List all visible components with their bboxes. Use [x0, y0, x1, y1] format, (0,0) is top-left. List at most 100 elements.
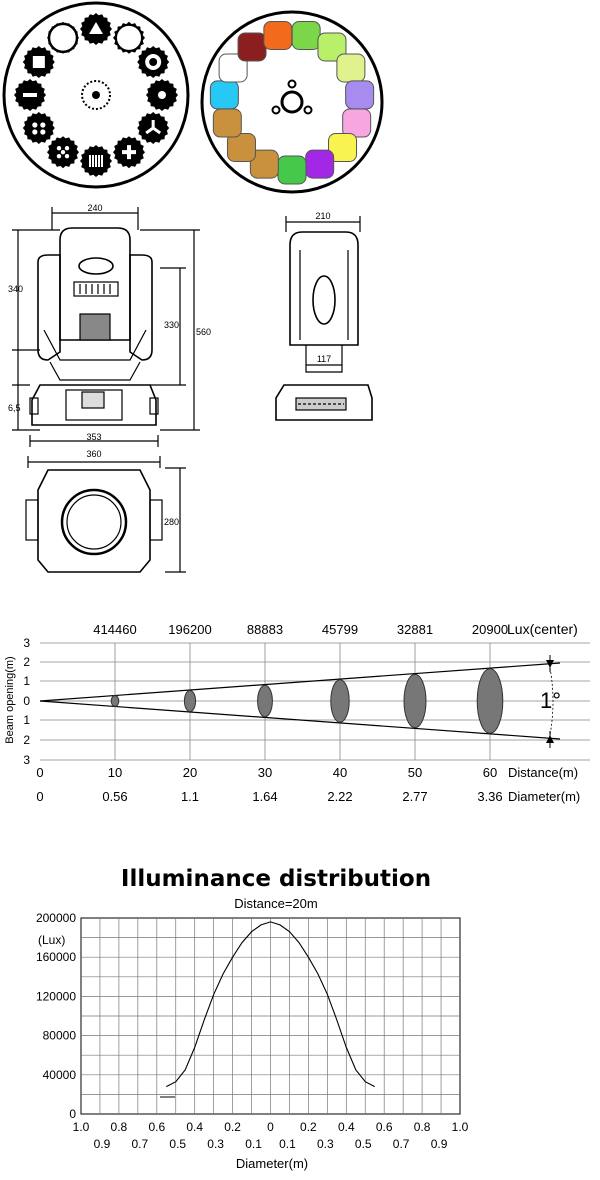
dots-gobo-icon: [47, 136, 79, 169]
distance-tick: 50: [408, 765, 422, 780]
distance-axis-label: Distance(m): [508, 765, 578, 780]
beam-y-tick: 0: [23, 694, 30, 708]
x-tick: 0.8: [414, 1120, 431, 1134]
color-swatch: [212, 108, 242, 138]
ring-gobo-icon: [113, 21, 145, 54]
y-tick: 40000: [43, 1068, 77, 1082]
y-tick: 200000: [36, 911, 76, 925]
distance-tick: 20: [183, 765, 197, 780]
y-tick: 160000: [36, 950, 76, 964]
dim-front-width: 240: [87, 203, 102, 213]
x-tick: 0: [267, 1120, 274, 1134]
beam-y-tick: 3: [23, 753, 30, 767]
color-swatch: [328, 133, 358, 163]
diameter-tick: 2.22: [327, 789, 352, 804]
diameter-tick: 1.64: [252, 789, 277, 804]
x-tick: 0.2: [224, 1120, 241, 1134]
color-swatch: [263, 20, 293, 50]
beam-spot: [257, 684, 273, 718]
dim-base-width: 353: [86, 432, 101, 442]
gear-center-icon: [81, 80, 111, 110]
y-tick: 80000: [43, 1029, 77, 1043]
beam-y-tick: 1: [23, 713, 30, 727]
beam-y-tick: 2: [23, 655, 30, 669]
front-view-drawing: [12, 207, 200, 447]
color-swatch: [317, 32, 347, 62]
x-tick: 0.4: [186, 1120, 203, 1134]
x-tick-bottom: 0.1: [245, 1137, 262, 1151]
color-swatch: [249, 149, 279, 179]
color-swatch: [305, 149, 335, 179]
x-tick-bottom: 0.1: [279, 1137, 296, 1151]
color-swatch: [209, 80, 239, 110]
illuminance-chart: Illuminance distribution Distance=20m 20…: [36, 866, 469, 1171]
cross-gobo-icon: [113, 136, 145, 169]
illuminance-curve: [166, 921, 375, 1088]
tri-blade-gobo-icon: [137, 112, 170, 144]
square-gobo-icon: [22, 46, 55, 78]
dim-top-depth: 280: [164, 517, 179, 527]
dim-top-width: 360: [86, 449, 101, 459]
color-swatch: [345, 80, 375, 110]
color-swatch: [342, 108, 372, 138]
beam-opening-axis-label: Beam opening(m): [4, 656, 16, 743]
x-tick: 0.4: [338, 1120, 355, 1134]
color-swatch: [218, 53, 248, 83]
minus-gobo-icon: [14, 79, 46, 111]
diameter-tick: 0: [36, 789, 43, 804]
dim-front-head-height: 330: [164, 320, 179, 330]
triangle-gobo-icon: [80, 13, 112, 45]
beam-y-tick: 3: [23, 636, 30, 650]
distance-tick: 10: [108, 765, 122, 780]
x-tick-bottom: 0.5: [355, 1137, 372, 1151]
x-tick-bottom: 0.7: [132, 1137, 149, 1151]
color-swatch: [336, 53, 366, 83]
color-swatch: [237, 32, 267, 62]
beam-y-tick: 2: [23, 733, 30, 747]
diameter-tick: 1.1: [181, 789, 199, 804]
x-tick: 0.8: [111, 1120, 128, 1134]
beam-spot: [403, 673, 427, 729]
x-tick: 1.0: [73, 1120, 90, 1134]
lux-center-label: Lux(center): [507, 621, 578, 637]
donut-gobo-icon: [137, 46, 170, 78]
top-dimension-labels: 360 280: [86, 449, 179, 527]
color-wheel: [200, 10, 384, 194]
side-dimension-labels: 210 117: [315, 211, 331, 364]
color-swatch: [277, 155, 307, 185]
beam-y-tick: 1: [23, 674, 30, 688]
dim-side-arm-width: 117: [317, 354, 331, 364]
y-tick: 0: [69, 1107, 76, 1121]
lux-value: 88883: [247, 622, 283, 637]
beam-spot: [110, 695, 120, 707]
lux-value: 32881: [397, 622, 433, 637]
beam-spot: [183, 689, 197, 713]
dim-side-width: 210: [315, 211, 330, 221]
x-tick: 0.6: [376, 1120, 393, 1134]
y-unit-label: (Lux): [38, 933, 65, 947]
distance-tick: 40: [333, 765, 347, 780]
chart-subtitle: Distance=20m: [234, 896, 317, 911]
lux-value: 20900: [472, 622, 508, 637]
open-gobo-icon: [47, 21, 79, 54]
x-tick-bottom: 0.7: [393, 1137, 410, 1151]
x-tick-bottom: 0.3: [207, 1137, 224, 1151]
dim-front-upper-height: 340: [8, 284, 23, 294]
bars-gobo-icon: [80, 145, 112, 177]
diameter-tick: 0.56: [102, 789, 127, 804]
lux-value: 414460: [93, 622, 136, 637]
color-swatch: [226, 133, 256, 163]
x-tick: 1.0: [452, 1120, 469, 1134]
color-wheel-hub-icon: [271, 79, 313, 115]
beam-spot: [476, 668, 504, 734]
dot-gobo-icon: [146, 79, 178, 111]
color-swatch: [291, 20, 321, 50]
distance-tick: 60: [483, 765, 497, 780]
x-tick: 0.6: [148, 1120, 165, 1134]
gobo-wheel: [2, 1, 190, 189]
y-tick: 120000: [36, 989, 76, 1003]
x-tick: 0.2: [300, 1120, 317, 1134]
diameter-tick: 3.36: [477, 789, 502, 804]
